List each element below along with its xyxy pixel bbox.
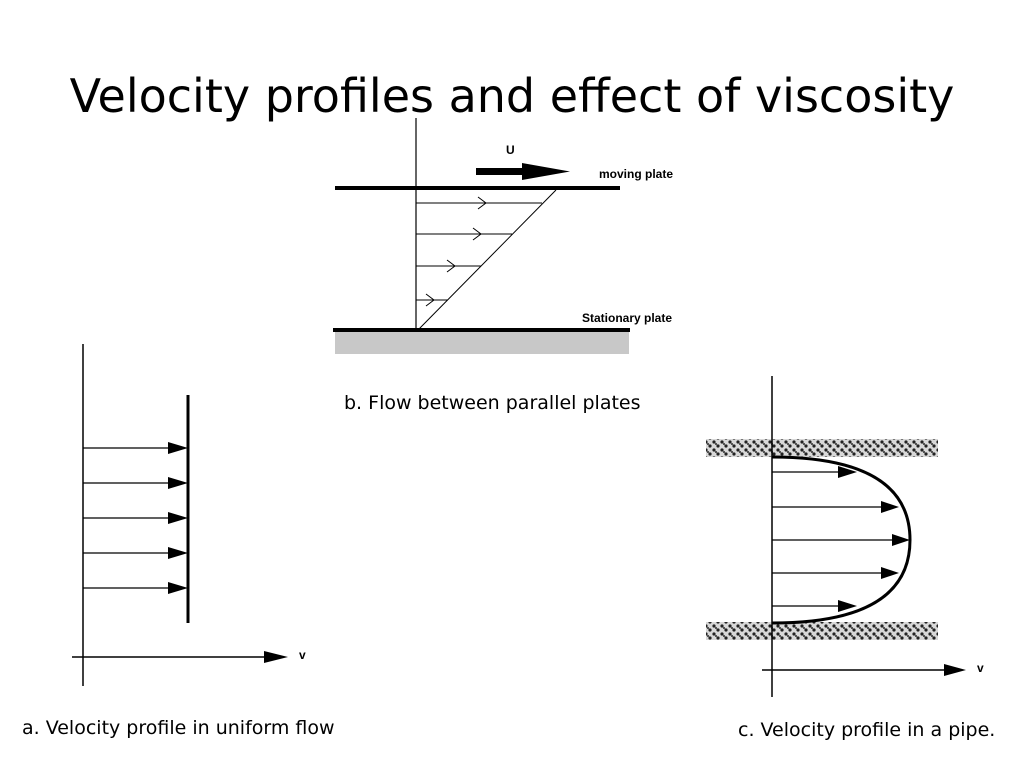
pipe-velocity-arrows bbox=[772, 466, 910, 612]
uniform-axis-label: v bbox=[299, 648, 306, 662]
pipe-axis-arrowhead bbox=[944, 664, 966, 676]
pipe-axis-label: v bbox=[977, 661, 984, 675]
stationary-plate-label: Stationary plate bbox=[582, 311, 672, 325]
moving-plate-label: moving plate bbox=[599, 167, 673, 181]
velocity-u-arrow bbox=[476, 163, 570, 180]
velocity-u-label: U bbox=[506, 143, 515, 157]
parallel-plates-figure: U moving plate Stationary plate bbox=[333, 118, 673, 354]
uniform-velocity-arrows bbox=[83, 442, 188, 594]
pipe-flow-figure: v bbox=[706, 376, 984, 697]
slide-title: Velocity profiles and effect of viscosit… bbox=[69, 69, 955, 123]
parallel-plates-caption: b. Flow between parallel plates bbox=[344, 392, 641, 414]
uniform-flow-figure: v bbox=[72, 344, 306, 686]
pipe-bottom-wall bbox=[706, 622, 938, 640]
pipe-flow-caption: c. Velocity profile in a pipe. bbox=[738, 719, 996, 741]
stationary-plate-base bbox=[335, 332, 629, 354]
uniform-flow-caption: a. Velocity profile in uniform flow bbox=[22, 717, 335, 739]
uniform-axis-arrowhead bbox=[264, 651, 288, 663]
linear-profile-line bbox=[417, 189, 557, 331]
shear-profile-arrows bbox=[416, 196, 542, 307]
pipe-top-wall bbox=[706, 439, 938, 457]
